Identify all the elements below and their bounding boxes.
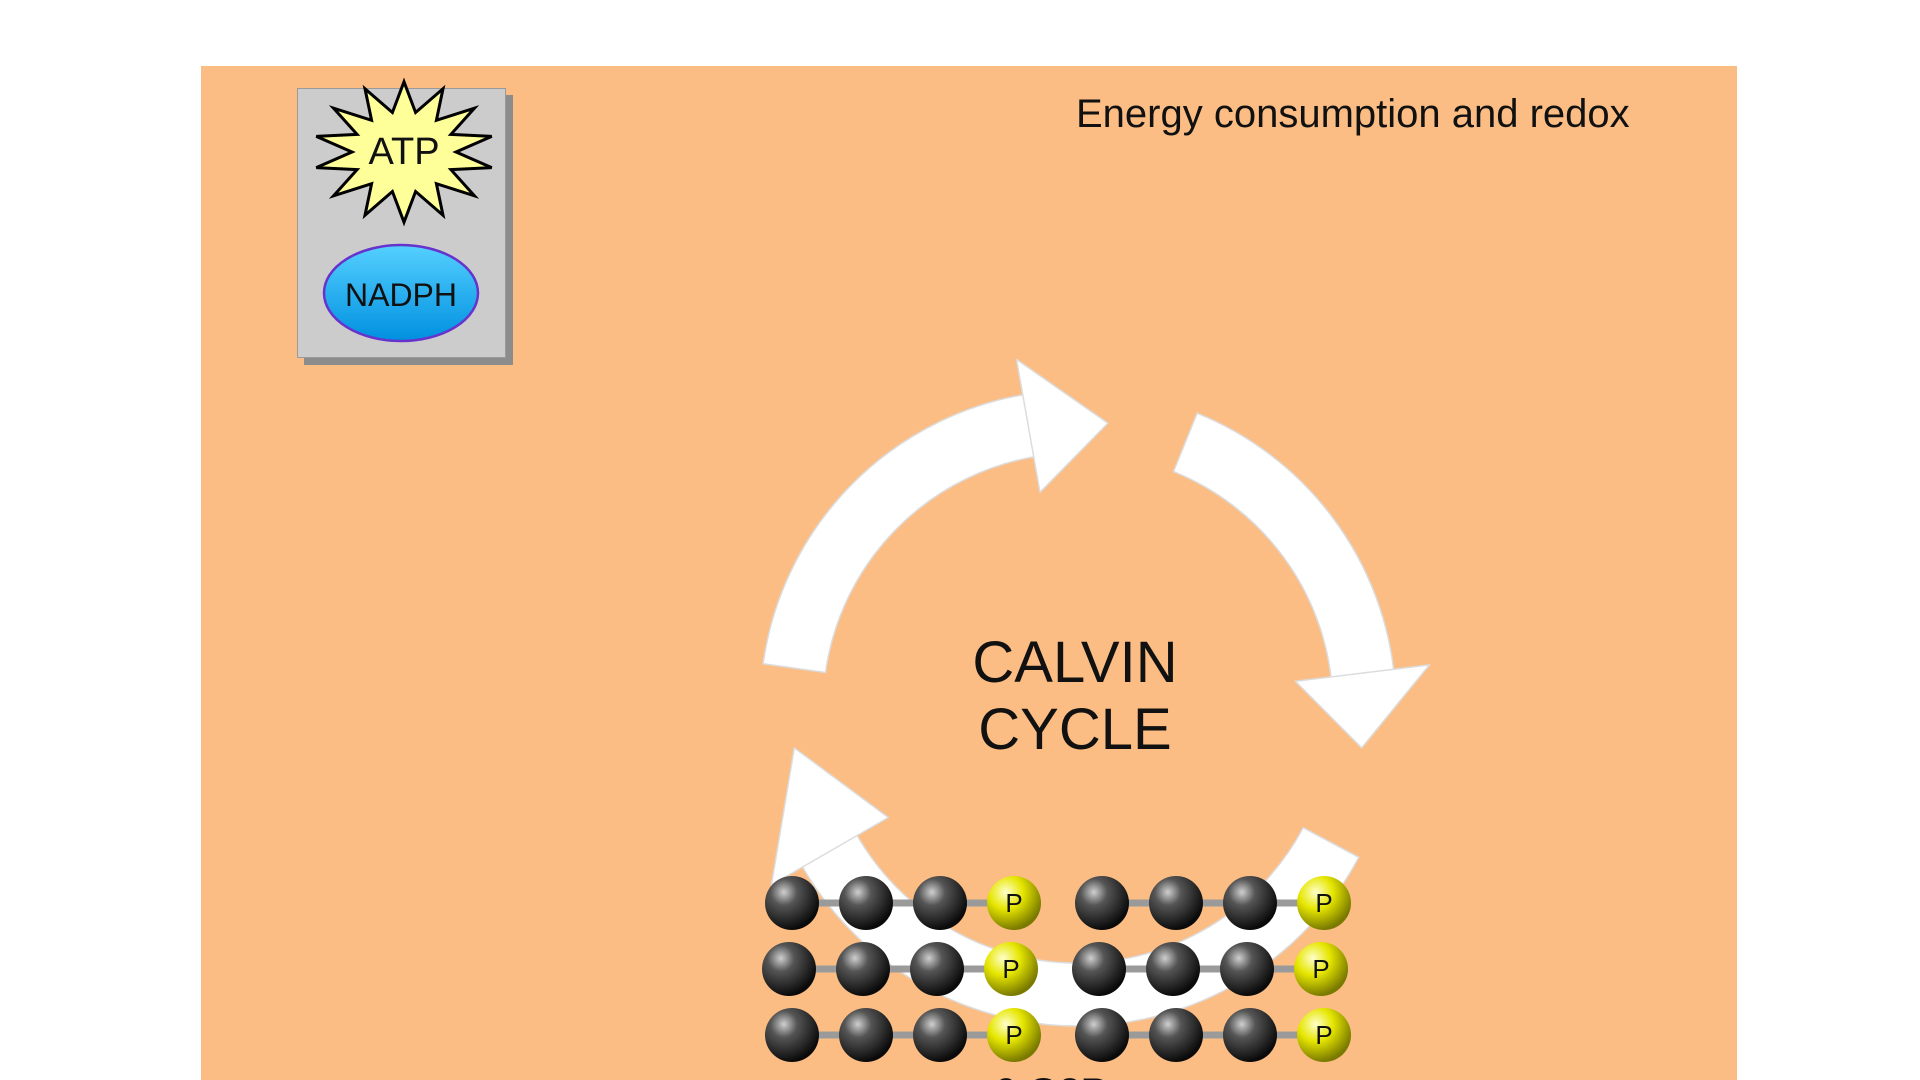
calvin-cycle-diagram: ATP NADPH P P P P P P bbox=[315, 77, 1431, 1062]
carbon-atom bbox=[1075, 1008, 1129, 1062]
g3p-molecule-grid: P P P P P P bbox=[762, 876, 1351, 1062]
carbon-atom bbox=[1149, 876, 1203, 930]
carbon-atom bbox=[1075, 876, 1129, 930]
nadph-icon: NADPH bbox=[322, 243, 480, 343]
phosphate-atom bbox=[987, 1008, 1041, 1062]
carbon-atom bbox=[910, 942, 964, 996]
carbon-atom bbox=[913, 876, 967, 930]
cycle-arrow-top bbox=[762, 358, 1109, 674]
phosphate-atom bbox=[987, 876, 1041, 930]
phosphate-label: P bbox=[1312, 954, 1329, 984]
g3p-molecule: P bbox=[762, 942, 1038, 996]
g3p-molecule: P bbox=[765, 1008, 1041, 1062]
phosphate-label: P bbox=[1002, 954, 1019, 984]
nadph-label: NADPH bbox=[345, 277, 457, 313]
phosphate-atom bbox=[1297, 1008, 1351, 1062]
carbon-atom bbox=[1220, 942, 1274, 996]
phosphate-label: P bbox=[1315, 888, 1332, 918]
g3p-caption: 6 G3P bbox=[901, 1071, 1201, 1080]
g3p-molecule: P bbox=[765, 876, 1041, 930]
page-title: Energy consumption and redox bbox=[1076, 92, 1630, 136]
cycle-title-line2: CYCLE bbox=[978, 697, 1172, 762]
atp-label: ATP bbox=[368, 131, 439, 173]
g3p-molecule: P bbox=[1072, 942, 1348, 996]
phosphate-atom bbox=[1294, 942, 1348, 996]
carbon-atom bbox=[1149, 1008, 1203, 1062]
slide-background: ATP NADPH P P P P P P CALVIN CYCLE Energy con… bbox=[201, 66, 1737, 1080]
phosphate-atom bbox=[1297, 876, 1351, 930]
carbon-atom bbox=[765, 1008, 819, 1062]
carbon-atom bbox=[839, 876, 893, 930]
atp-star-icon: ATP bbox=[315, 77, 493, 227]
carbon-atom bbox=[836, 942, 890, 996]
cycle-title-line1: CALVIN bbox=[972, 630, 1178, 695]
phosphate-label: P bbox=[1005, 888, 1022, 918]
carbon-atom bbox=[1223, 876, 1277, 930]
g3p-molecule: P bbox=[1075, 1008, 1351, 1062]
carbon-atom bbox=[765, 876, 819, 930]
carbon-atom bbox=[913, 1008, 967, 1062]
carbon-atom bbox=[839, 1008, 893, 1062]
phosphate-atom bbox=[984, 942, 1038, 996]
carbon-atom bbox=[762, 942, 816, 996]
carbon-atom bbox=[1072, 942, 1126, 996]
cycle-arrow-right bbox=[1172, 412, 1431, 749]
phosphate-label: P bbox=[1005, 1020, 1022, 1050]
carbon-atom bbox=[1223, 1008, 1277, 1062]
phosphate-label: P bbox=[1315, 1020, 1332, 1050]
g3p-molecule: P bbox=[1075, 876, 1351, 930]
carbon-atom bbox=[1146, 942, 1200, 996]
